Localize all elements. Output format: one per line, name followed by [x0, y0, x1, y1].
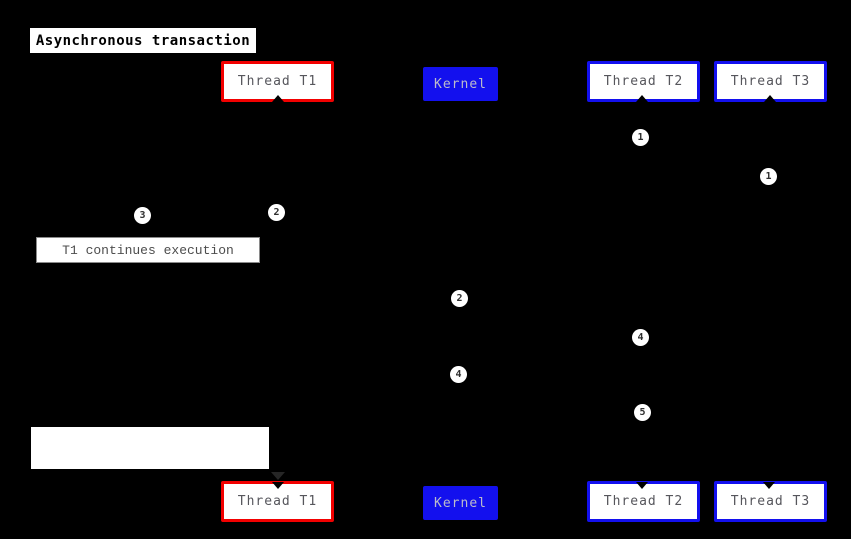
return-arrowhead-icon	[271, 472, 285, 480]
sequence-step-marker: 1	[760, 168, 777, 185]
sequence-step-marker: 1	[632, 129, 649, 146]
sequence-step-marker: 3	[134, 207, 151, 224]
actor-kernel-bottom: Kernel	[423, 486, 498, 520]
actor-kernel-top-label: Kernel	[434, 76, 487, 92]
lifeline-arrowhead-icon	[636, 482, 648, 489]
actor-thread-t2-bottom-label: Thread T2	[603, 494, 684, 509]
lifeline-arrowhead-icon	[636, 95, 648, 102]
actor-thread-t3-top-label: Thread T3	[730, 74, 811, 89]
sequence-step-marker: 5	[634, 404, 651, 421]
sequence-step-marker: 4	[450, 366, 467, 383]
lifeline-arrowhead-icon	[763, 482, 775, 489]
actor-kernel-top: Kernel	[423, 67, 498, 101]
blank-note-box	[31, 427, 269, 469]
lifeline-arrowhead-icon	[764, 95, 776, 102]
actor-thread-t2-top-label: Thread T2	[603, 74, 684, 89]
actor-thread-t1-top-label: Thread T1	[237, 74, 318, 89]
sequence-step-marker: 2	[268, 204, 285, 221]
diagram-title: Asynchronous transaction	[30, 28, 256, 53]
sequence-step-marker: 2	[451, 290, 468, 307]
lifeline-arrowhead-icon	[272, 95, 284, 102]
actor-thread-t1-bottom-label: Thread T1	[237, 494, 318, 509]
sequence-step-marker: 4	[632, 329, 649, 346]
actor-kernel-bottom-label: Kernel	[434, 495, 487, 511]
note-t1-continues-execution: T1 continues execution	[36, 237, 260, 263]
lifeline-arrowhead-icon	[272, 482, 284, 489]
actor-thread-t3-bottom-label: Thread T3	[730, 494, 811, 509]
